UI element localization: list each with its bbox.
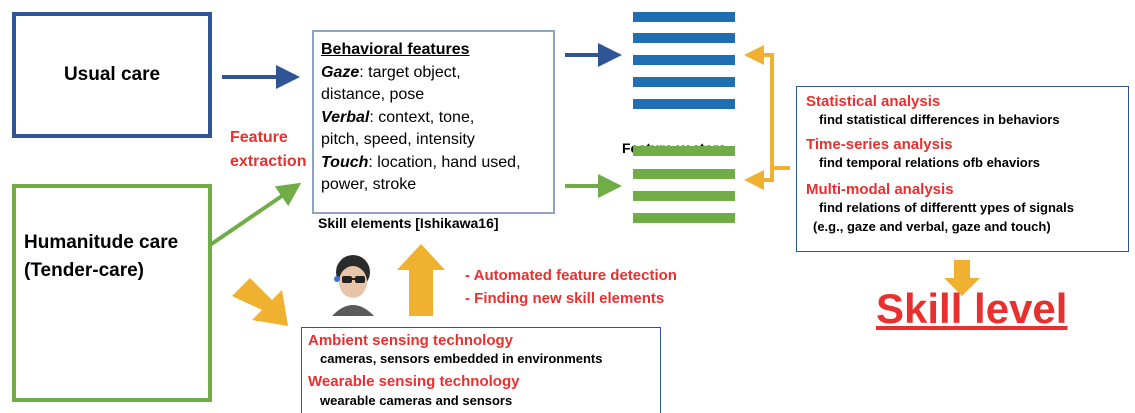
automated-feature-detection-label: - Automated feature detection xyxy=(465,267,677,284)
skill-elements-label: Skill elements [Ishikawa16] xyxy=(318,215,499,231)
touch-line: Touch: location, hand used, xyxy=(321,152,545,175)
usual-care-label: Usual care xyxy=(63,64,161,85)
feature-vector-green-bar xyxy=(633,169,735,179)
finding-new-skill-elements-label: - Finding new skill elements xyxy=(465,290,665,307)
wearable-sensing-heading: Wearable sensing technology xyxy=(308,373,520,390)
feature-vector-green-bar xyxy=(633,191,735,201)
arrow-analysis-bracket xyxy=(744,45,790,170)
arrow-humanitude-to-sensing xyxy=(232,278,288,326)
ambient-sensing-heading: Ambient sensing technology xyxy=(308,332,514,349)
touch-cont: power, stroke xyxy=(321,176,417,193)
arrow-analysis-to-skill-level xyxy=(944,260,980,296)
verbal-cont: pitch, speed, intensity xyxy=(321,131,475,148)
tender-care-label: (Tender-care) xyxy=(24,260,145,281)
verbal-key: Verbal xyxy=(321,108,370,126)
behavioral-features-box: Behavioral features Gaze: target object,… xyxy=(312,30,555,214)
feature-extraction-label: Feature extraction xyxy=(230,126,306,174)
behavioral-features-title: Behavioral features xyxy=(321,41,470,58)
gaze-key: Gaze xyxy=(321,63,360,81)
time-series-analysis-detail: find temporal relations ofb ehaviors xyxy=(819,155,1041,170)
humanitude-care-box: Humanitude care (Tender-care) xyxy=(12,184,212,402)
analysis-box: Statistical analysis find statistical di… xyxy=(796,86,1129,252)
feature-vector-blue-bar xyxy=(633,33,735,43)
person-eyetracker-icon xyxy=(322,252,384,316)
touch-text: : location, hand used, xyxy=(368,153,521,171)
arrow-analysis-to-green xyxy=(744,168,774,190)
statistical-analysis-detail: find statistical differences in behavior… xyxy=(819,112,1060,127)
feature-vector-blue-bar xyxy=(633,12,735,22)
ambient-sensing-detail: cameras, sensors embedded in environment… xyxy=(320,351,603,366)
feature-vector-green-bar xyxy=(633,213,735,223)
verbal-line: Verbal: context, tone, xyxy=(321,107,545,130)
gaze-text: : target object, xyxy=(359,63,461,81)
verbal-text: : context, tone, xyxy=(369,108,475,126)
arrow-sensing-to-skill-elements xyxy=(397,244,445,316)
feature-vector-blue-bar xyxy=(633,77,735,87)
multi-modal-analysis-heading: Multi-modal analysis xyxy=(806,181,954,198)
skill-level-label: Skill level xyxy=(876,285,1068,332)
feature-vector-blue-bar xyxy=(633,55,735,65)
touch-key: Touch xyxy=(321,153,369,171)
sensing-technology-box: Ambient sensing technology cameras, sens… xyxy=(301,327,661,413)
feature-extraction-line1: Feature xyxy=(230,129,288,146)
arrow-humanitude-to-features xyxy=(208,182,302,247)
time-series-analysis-heading: Time-series analysis xyxy=(806,136,953,153)
feature-extraction-line2: extraction xyxy=(230,153,307,170)
humanitude-care-label: Humanitude care xyxy=(24,232,179,253)
feature-vector-blue-bar xyxy=(633,99,735,109)
multi-modal-analysis-detail2: (e.g., gaze and verbal, gaze and touch) xyxy=(813,219,1051,234)
gaze-line: Gaze: target object, xyxy=(321,62,545,85)
gaze-cont: distance, pose xyxy=(321,86,425,103)
usual-care-box: Usual care xyxy=(12,12,212,138)
wearable-sensing-detail: wearable cameras and sensors xyxy=(320,393,513,408)
statistical-analysis-heading: Statistical analysis xyxy=(806,93,941,110)
feature-vector-green-bar xyxy=(633,146,735,156)
multi-modal-analysis-detail: find relations of differentt ypes of sig… xyxy=(819,200,1074,215)
